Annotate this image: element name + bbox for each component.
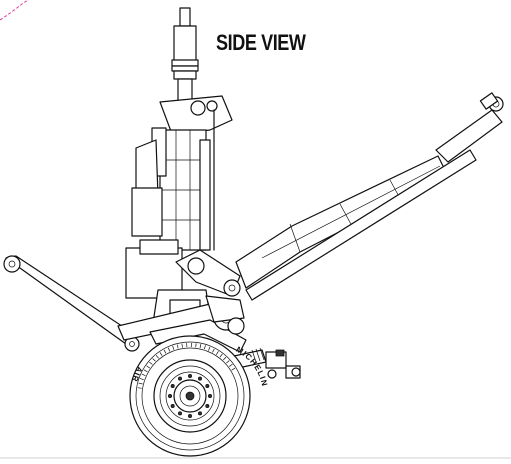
sidewall-mark [146, 365, 150, 369]
wheel-bolt [170, 403, 175, 408]
wheel-bolt [187, 413, 192, 418]
sidewall-mark [212, 348, 215, 353]
sidewall-mark [167, 347, 171, 352]
main-strut-assembly [125, 95, 233, 331]
sidewall-mark [143, 369, 148, 373]
sidewall-mark [226, 360, 230, 364]
sidewall-mark [141, 373, 146, 377]
tire-sidewall-marks [137, 343, 236, 389]
wheel-bolt-ring [167, 373, 212, 418]
sidewall-mark [137, 387, 142, 389]
wheel-bolt [205, 403, 210, 408]
sidewall-mark [203, 345, 206, 350]
sidewall-mark [138, 382, 143, 385]
sidewall-mark [208, 346, 211, 351]
sidewall-mark [215, 351, 219, 355]
wheel-bolt [187, 373, 192, 378]
sidewall-mark [159, 352, 163, 356]
wheel-bolt [207, 393, 212, 398]
sidewall-mark [199, 344, 202, 349]
sidewall-mark [223, 356, 227, 361]
wheel-bolt [167, 393, 172, 398]
figure-title: SIDE VIEW [216, 30, 306, 55]
dashed-leader-line [0, 0, 29, 21]
wheel-bolt [177, 376, 182, 381]
steering-damper [233, 347, 301, 379]
sidewall-mark [155, 355, 159, 359]
sidewall-mark [219, 353, 223, 358]
sidewall-mark [163, 349, 167, 354]
wheel-bolt [197, 411, 202, 416]
torque-links [117, 295, 247, 353]
wheel-bolt [205, 383, 210, 388]
sidewall-mark [231, 367, 236, 371]
sidewall-mark [139, 378, 144, 381]
sidewall-mark [149, 361, 153, 365]
sidewall-mark [228, 363, 233, 367]
pivot-link [175, 249, 241, 297]
retract-arm [3, 255, 140, 352]
main-wheel [129, 335, 251, 457]
wheel-bolt [177, 411, 182, 416]
sidewall-mark [172, 345, 175, 350]
drag-brace [235, 92, 504, 301]
sidewall-mark [181, 343, 183, 348]
upper-actuator-rod [171, 7, 199, 102]
wheel-bolt [170, 383, 175, 388]
wheel-bolt [197, 376, 202, 381]
sidewall-mark [152, 358, 156, 362]
sidewall-mark [176, 344, 179, 349]
